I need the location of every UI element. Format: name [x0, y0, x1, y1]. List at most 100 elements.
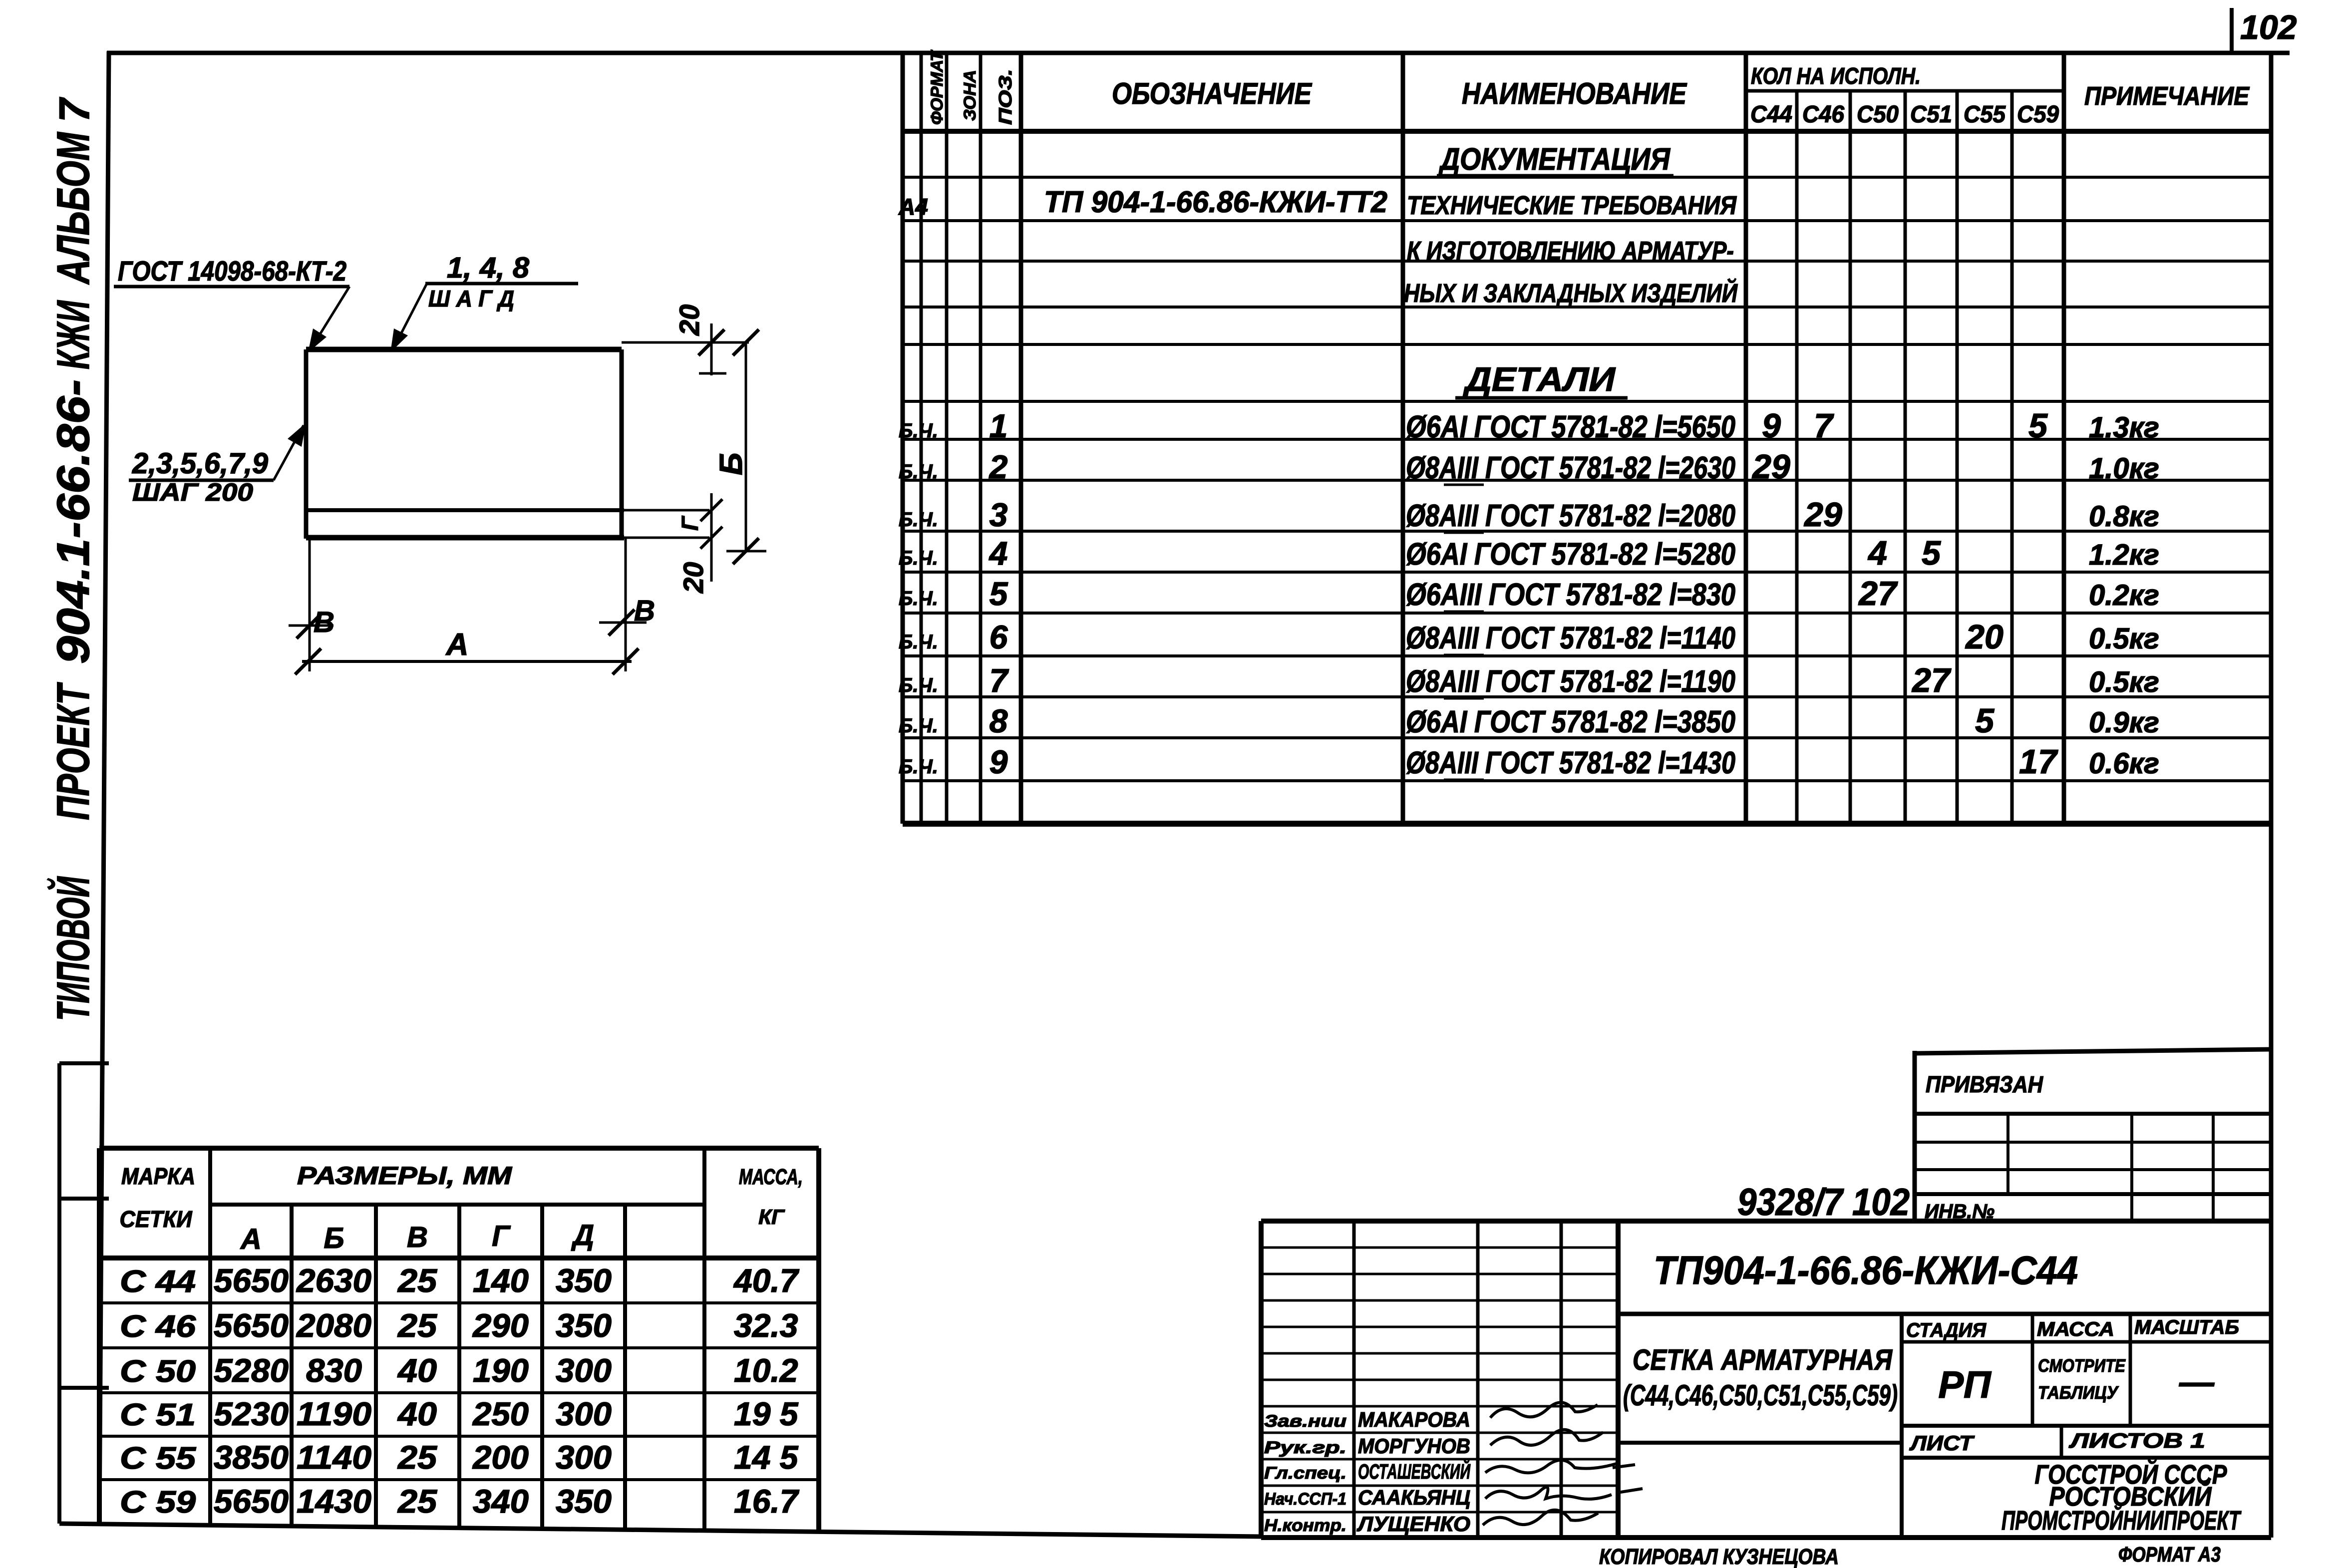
svg-text:5650: 5650 — [214, 1483, 289, 1520]
svg-text:Зав.нии: Зав.нии — [1264, 1412, 1346, 1431]
svg-text:1430: 1430 — [297, 1483, 371, 1520]
svg-text:1.2кг: 1.2кг — [2089, 539, 2159, 571]
svg-text:Ø8АIII ГОСТ 5781-82 l=2080: Ø8АIII ГОСТ 5781-82 l=2080 — [1406, 499, 1735, 533]
svg-text:СЕТКИ: СЕТКИ — [120, 1206, 193, 1232]
svg-text:ПРИМЕЧАНИЕ: ПРИМЕЧАНИЕ — [2084, 82, 2250, 111]
svg-text:17: 17 — [2019, 743, 2058, 781]
svg-text:9: 9 — [1762, 407, 1781, 445]
svg-text:0.2кг: 0.2кг — [2089, 579, 2159, 612]
svg-text:СТАДИЯ: СТАДИЯ — [1906, 1319, 1987, 1341]
svg-text:5: 5 — [1975, 702, 1995, 740]
svg-text:НЫХ И ЗАКЛАДНЫХ ИЗДЕЛИЙ: НЫХ И ЗАКЛАДНЫХ ИЗДЕЛИЙ — [1404, 278, 1738, 308]
svg-text:8: 8 — [990, 702, 1008, 739]
svg-text:МОРГУНОВ: МОРГУНОВ — [1358, 1434, 1470, 1458]
svg-text:ФОРМАТ А3: ФОРМАТ А3 — [2118, 1543, 2221, 1566]
svg-text:904.1-66.86-: 904.1-66.86- — [48, 379, 99, 664]
svg-text:ДЕТАЛИ: ДЕТАЛИ — [1463, 360, 1617, 398]
svg-text:ЗОНА: ЗОНА — [961, 70, 980, 121]
svg-text:20: 20 — [677, 562, 709, 594]
svg-text:4: 4 — [1867, 534, 1887, 572]
svg-text:ТП904-1-66.86-КЖИ-С44: ТП904-1-66.86-КЖИ-С44 — [1654, 1248, 2078, 1292]
svg-text:СМОТРИТЕ: СМОТРИТЕ — [2038, 1355, 2126, 1376]
svg-text:25: 25 — [397, 1262, 437, 1299]
svg-text:29: 29 — [1803, 496, 1842, 534]
svg-text:С50: С50 — [1857, 101, 1899, 128]
svg-text:В: В — [634, 595, 655, 627]
svg-text:ПОЗ.: ПОЗ. — [995, 69, 1015, 125]
svg-text:РОСТОВСКИЙ: РОСТОВСКИЙ — [2049, 1481, 2212, 1512]
svg-text:ГОССТРОЙ СССР: ГОССТРОЙ СССР — [2035, 1459, 2228, 1490]
svg-text:3: 3 — [990, 496, 1008, 533]
svg-text:1, 4, 8: 1, 4, 8 — [447, 252, 530, 284]
svg-text:Б: Б — [324, 1222, 344, 1254]
svg-text:С 44: С 44 — [120, 1264, 196, 1299]
svg-text:340: 340 — [473, 1483, 529, 1520]
svg-text:ЛИСТ: ЛИСТ — [1909, 1431, 1975, 1455]
svg-text:40.7: 40.7 — [733, 1262, 800, 1299]
svg-text:ТП 904-1-66.86-КЖИ-ТТ2: ТП 904-1-66.86-КЖИ-ТТ2 — [1044, 185, 1387, 219]
svg-text:5650: 5650 — [214, 1307, 289, 1344]
svg-text:5280: 5280 — [214, 1352, 289, 1389]
svg-text:Д: Д — [571, 1219, 594, 1252]
svg-text:Б.Ч.: Б.Ч. — [899, 631, 938, 653]
svg-text:ГОСТ 14098-68-КТ-2: ГОСТ 14098-68-КТ-2 — [118, 255, 346, 287]
svg-text:19 5: 19 5 — [734, 1395, 799, 1432]
svg-text:40: 40 — [397, 1395, 437, 1432]
svg-text:830: 830 — [306, 1352, 362, 1389]
svg-text:В: В — [407, 1221, 428, 1254]
svg-text:0.8кг: 0.8кг — [2089, 500, 2159, 533]
svg-text:МАССА: МАССА — [2037, 1318, 2114, 1340]
svg-text:С59: С59 — [2017, 101, 2059, 128]
svg-text:190: 190 — [473, 1352, 529, 1389]
svg-text:Б.Ч.: Б.Ч. — [899, 509, 938, 531]
svg-text:ОСТАШЕВСКИЙ: ОСТАШЕВСКИЙ — [1358, 1459, 1471, 1483]
svg-text:200: 200 — [472, 1439, 529, 1476]
svg-text:7: 7 — [1814, 407, 1834, 445]
svg-text:Ø8АIII ГОСТ 5781-82 l=2630: Ø8АIII ГОСТ 5781-82 l=2630 — [1406, 451, 1735, 485]
svg-text:С 46: С 46 — [120, 1309, 196, 1344]
svg-text:МАССА,: МАССА, — [739, 1165, 803, 1189]
svg-text:102: 102 — [2240, 8, 2297, 46]
svg-text:А: А — [240, 1223, 262, 1255]
svg-text:АЛЬБОМ: АЛЬБОМ — [48, 131, 99, 285]
svg-text:(С44,С46,С50,С51,С55,С59): (С44,С46,С50,С51,С55,С59) — [1623, 1379, 1898, 1412]
svg-text:МАКАРОВА: МАКАРОВА — [1358, 1408, 1470, 1431]
svg-text:20: 20 — [673, 305, 705, 336]
svg-text:0.5кг: 0.5кг — [2089, 623, 2159, 655]
svg-text:Б.Ч.: Б.Ч. — [899, 756, 938, 778]
svg-text:3850: 3850 — [214, 1439, 289, 1476]
svg-text:5: 5 — [2028, 407, 2048, 445]
svg-text:1140: 1140 — [297, 1439, 371, 1476]
svg-text:1.3кг: 1.3кг — [2089, 411, 2159, 444]
svg-text:350: 350 — [556, 1307, 612, 1344]
svg-text:В: В — [314, 606, 334, 638]
svg-text:300: 300 — [556, 1439, 612, 1476]
svg-text:300: 300 — [556, 1352, 612, 1389]
svg-text:10.2: 10.2 — [734, 1352, 798, 1389]
svg-text:Г: Г — [492, 1220, 511, 1253]
svg-text:6: 6 — [990, 619, 1008, 655]
svg-text:ПРОЕКТ: ПРОЕКТ — [48, 682, 99, 820]
svg-text:Ø6АI ГОСТ 5781-82 l=5650: Ø6АI ГОСТ 5781-82 l=5650 — [1406, 410, 1735, 444]
svg-text:ТИПОВОЙ: ТИПОВОЙ — [46, 876, 99, 1021]
svg-text:5: 5 — [1922, 534, 1941, 572]
svg-text:КОЛ НА ИСПОЛН.: КОЛ НА ИСПОЛН. — [1751, 63, 1921, 89]
svg-text:1: 1 — [990, 407, 1008, 444]
svg-text:РП: РП — [1938, 1364, 1992, 1406]
svg-text:290: 290 — [472, 1307, 529, 1344]
svg-text:С 51: С 51 — [120, 1398, 196, 1432]
svg-text:НАИМЕНОВАНИЕ: НАИМЕНОВАНИЕ — [1462, 77, 1687, 110]
svg-text:7: 7 — [51, 97, 98, 122]
svg-text:Ø8АIII ГОСТ 5781-82 l=1430: Ø8АIII ГОСТ 5781-82 l=1430 — [1406, 746, 1735, 780]
svg-text:ШАГ 200: ШАГ 200 — [132, 478, 253, 506]
svg-text:Б.Ч.: Б.Ч. — [899, 715, 938, 737]
svg-text:140: 140 — [473, 1262, 529, 1299]
svg-text:1190: 1190 — [297, 1395, 371, 1432]
svg-text:27: 27 — [1858, 575, 1898, 613]
svg-text:Ø8АIII ГОСТ 5781-82 l=1190: Ø8АIII ГОСТ 5781-82 l=1190 — [1406, 664, 1735, 699]
svg-text:С46: С46 — [1802, 101, 1844, 128]
svg-text:20: 20 — [1965, 618, 2003, 656]
svg-text:КГ: КГ — [758, 1205, 785, 1229]
svg-text:ТАБЛИЦУ: ТАБЛИЦУ — [2038, 1382, 2119, 1403]
svg-text:4: 4 — [989, 535, 1008, 572]
